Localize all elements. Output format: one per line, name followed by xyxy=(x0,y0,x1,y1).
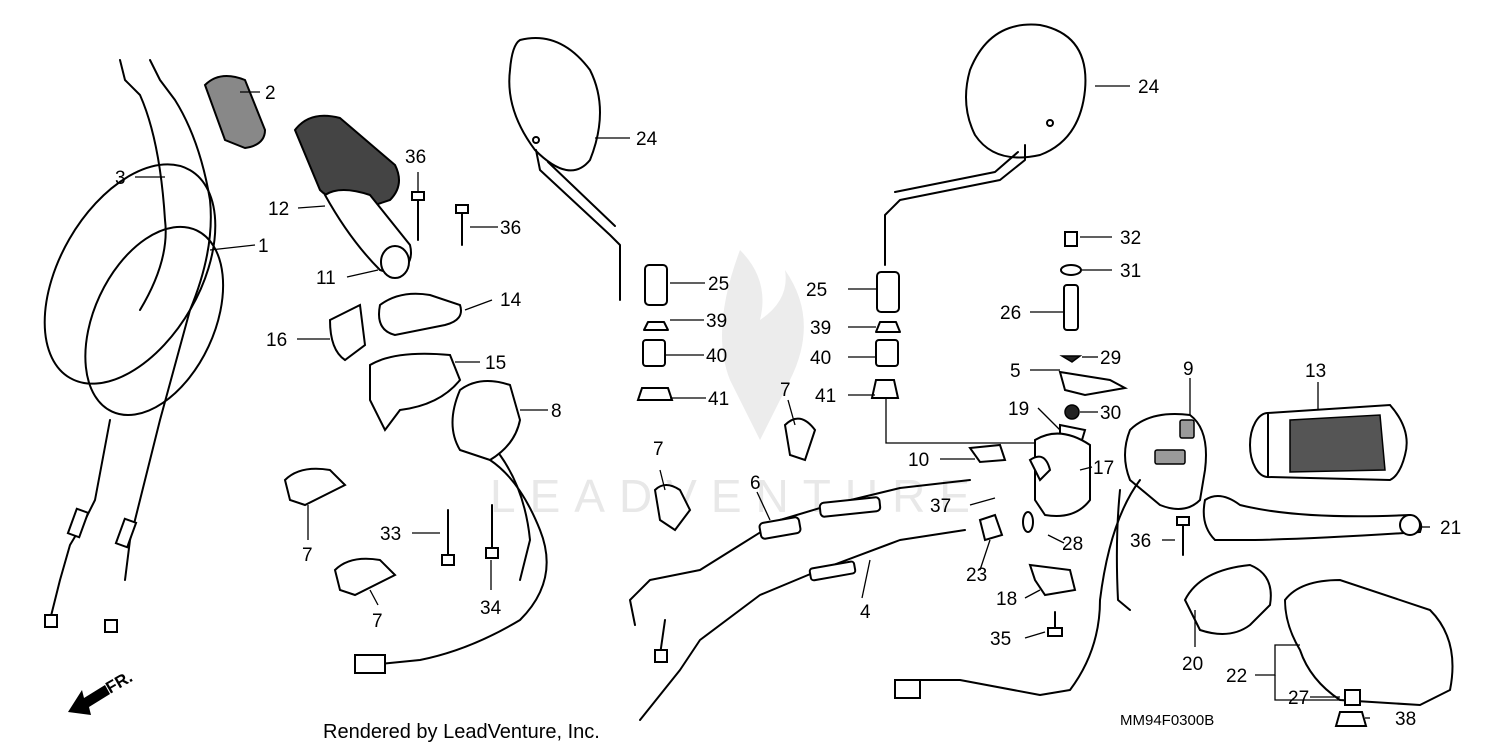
callout-7-b: 7 xyxy=(372,611,383,632)
callout-30: 30 xyxy=(1100,403,1121,424)
diagram-code: MM94F0300B xyxy=(1120,712,1214,729)
callout-32: 32 xyxy=(1120,228,1141,249)
callout-14: 14 xyxy=(500,290,522,311)
callout-9: 9 xyxy=(1183,359,1194,380)
callout-36-a: 36 xyxy=(405,147,426,168)
throttle-grip xyxy=(293,114,412,279)
right-mirror-mount-stack xyxy=(870,271,1045,444)
hand-guard xyxy=(1183,563,1454,727)
callout-29: 29 xyxy=(1100,348,1121,369)
callout-41-a: 41 xyxy=(708,389,729,410)
callout-6: 6 xyxy=(750,473,761,494)
throttle-cables xyxy=(43,59,225,633)
callout-23: 23 xyxy=(966,565,987,586)
callout-8: 8 xyxy=(551,401,562,422)
callout-7-c: 7 xyxy=(653,439,664,460)
callout-4: 4 xyxy=(860,602,871,623)
callout-27: 27 xyxy=(1288,688,1309,709)
callout-10: 10 xyxy=(908,450,929,471)
callout-24-a: 24 xyxy=(636,129,658,150)
callout-39-a: 39 xyxy=(706,311,727,332)
callout-labels: 1 2 3 4 5 6 7 7 7 7 8 9 10 11 12 13 14 1… xyxy=(115,77,1461,730)
callout-7-a: 7 xyxy=(302,545,313,566)
callout-25-a: 25 xyxy=(708,274,729,295)
callout-25-b: 25 xyxy=(806,280,827,301)
callout-18: 18 xyxy=(996,589,1017,610)
watermark-text: LEADVENTURE xyxy=(490,470,984,522)
callout-36-c: 36 xyxy=(1130,531,1151,552)
callout-12: 12 xyxy=(268,199,289,220)
callout-38: 38 xyxy=(1395,709,1416,730)
clutch-cables xyxy=(629,443,1007,721)
callout-19: 19 xyxy=(1008,399,1029,420)
callout-24-b: 24 xyxy=(1138,77,1160,98)
callout-35: 35 xyxy=(990,629,1011,650)
callout-40-a: 40 xyxy=(706,346,727,367)
callout-2: 2 xyxy=(265,83,276,104)
left-mirror xyxy=(508,37,621,301)
callout-17: 17 xyxy=(1093,458,1114,479)
front-arrow-icon xyxy=(68,685,110,715)
callout-26: 26 xyxy=(1000,303,1021,324)
throttle-housing xyxy=(328,292,462,432)
callout-5: 5 xyxy=(1010,361,1021,382)
callout-3: 3 xyxy=(115,168,126,189)
front-direction-indicator: FR. xyxy=(68,667,136,715)
leader-lines xyxy=(135,85,1430,719)
callout-37: 37 xyxy=(930,496,951,517)
callout-36-b: 36 xyxy=(500,218,521,239)
clutch-lever-bracket xyxy=(1022,231,1129,637)
callout-15: 15 xyxy=(485,353,506,374)
callout-7-d: 7 xyxy=(780,380,791,401)
screws xyxy=(411,191,1190,556)
brake-lever xyxy=(1202,495,1423,541)
callout-39-b: 39 xyxy=(810,318,831,339)
callout-31: 31 xyxy=(1120,261,1141,282)
credit-text: Rendered by LeadVenture, Inc. xyxy=(323,721,600,743)
callout-20: 20 xyxy=(1182,654,1203,675)
right-handlebar-switch xyxy=(894,413,1207,699)
callout-34: 34 xyxy=(480,598,502,619)
callout-11: 11 xyxy=(316,268,336,289)
callout-28: 28 xyxy=(1062,534,1083,555)
callout-33: 33 xyxy=(380,524,401,545)
watermark: LEADVENTURE xyxy=(490,250,984,522)
callout-22: 22 xyxy=(1226,666,1247,687)
left-mirror-mount-stack xyxy=(636,264,674,401)
left-handlebar-switch xyxy=(354,380,548,674)
cable-clamps xyxy=(283,417,817,597)
grip-end-rubber xyxy=(203,75,267,150)
callout-1: 1 xyxy=(258,236,269,257)
right-grip xyxy=(1249,403,1408,482)
callout-40-b: 40 xyxy=(810,348,831,369)
bolts xyxy=(441,504,499,566)
right-mirror xyxy=(884,23,1087,266)
callout-41-b: 41 xyxy=(815,386,836,407)
callout-21: 21 xyxy=(1440,518,1461,539)
callout-16: 16 xyxy=(266,330,287,351)
callout-13: 13 xyxy=(1305,361,1326,382)
